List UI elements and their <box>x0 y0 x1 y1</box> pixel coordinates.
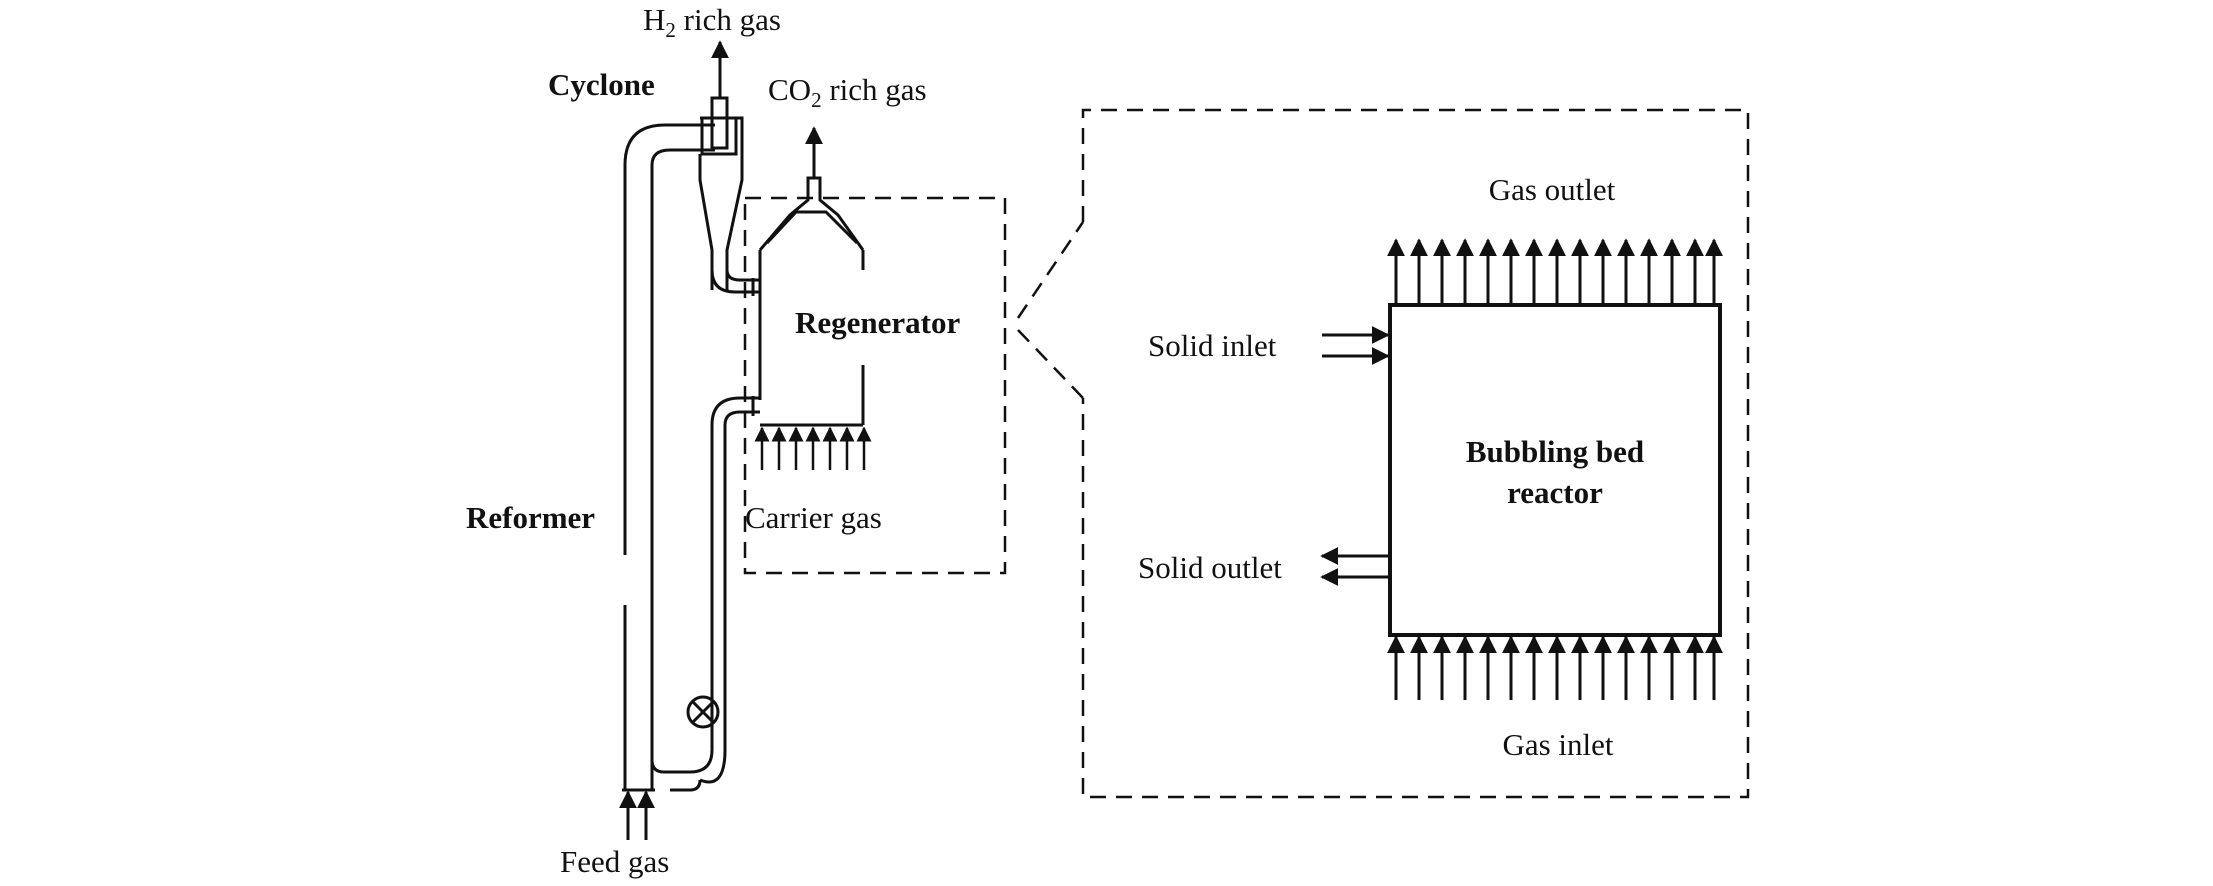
reformer-column <box>622 165 655 792</box>
feed-gas-label: Feed gas <box>560 844 669 879</box>
reactor-label-line1: Bubbling bed <box>1466 434 1644 469</box>
solid-inlet-label: Solid inlet <box>1148 328 1277 363</box>
solid-inlet-arrows <box>1322 326 1390 365</box>
detail-view-frame <box>1081 108 1750 799</box>
gas-outlet-label: Gas outlet <box>1489 172 1616 207</box>
solid-outlet-arrows <box>1320 547 1390 586</box>
return-leg <box>650 396 760 792</box>
co2-rich-gas-label: CO2 rich gas <box>768 72 927 112</box>
reactor-label-line2: reactor <box>1507 475 1603 510</box>
cyclone-label: Cyclone <box>548 67 655 102</box>
reactor-box <box>1388 303 1722 637</box>
h2-rich-gas-label: H2 rich gas <box>643 2 781 42</box>
regenerator-highlight-box <box>743 196 1007 575</box>
gas-inlet-label: Gas inlet <box>1502 727 1613 762</box>
carrier-gas-label: Carrier gas <box>745 500 882 535</box>
solid-outlet-label: Solid outlet <box>1138 550 1282 585</box>
carrier-gas-arrows <box>754 426 872 470</box>
loop-seal-valve <box>686 695 720 729</box>
riser-to-cyclone <box>623 123 715 166</box>
cyclone-dipleg <box>710 269 760 296</box>
gas-inlet-arrows <box>1387 635 1723 700</box>
reformer-label: Reformer <box>466 500 595 535</box>
gas-outlet-arrows <box>1387 238 1723 303</box>
regenerator-label: Regenerator <box>795 305 960 340</box>
feed-gas-arrows <box>619 790 655 840</box>
cyclone <box>698 96 744 290</box>
zoom-connector <box>1016 221 1085 399</box>
regenerator-vessel <box>758 176 865 427</box>
